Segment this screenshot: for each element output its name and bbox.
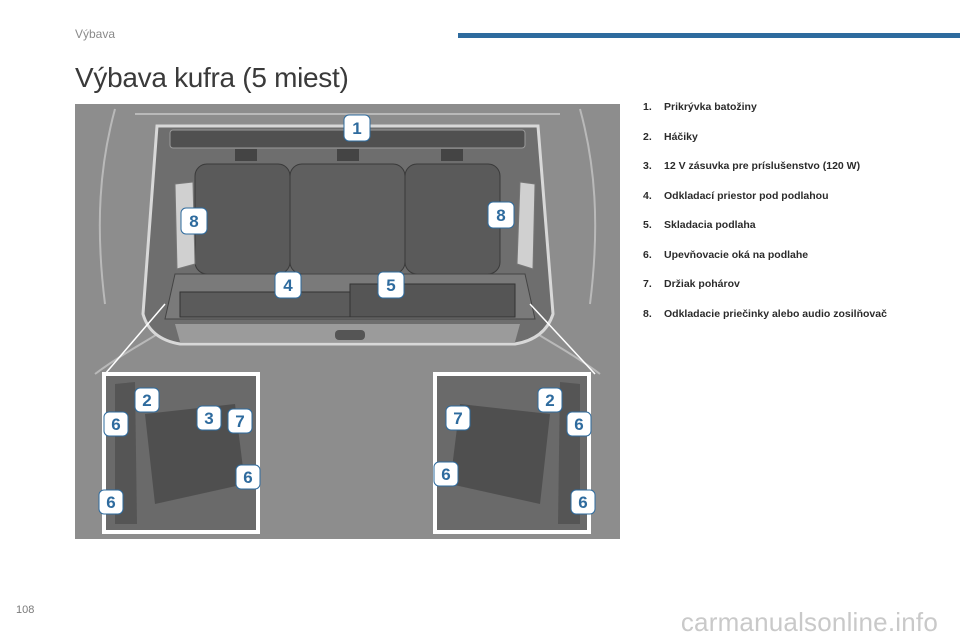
callout-6-right-b: 6 <box>441 465 450 484</box>
legend-number: 6. <box>643 248 652 261</box>
legend-item: 7. Držiak pohárov <box>643 277 913 291</box>
right-inset-callouts: 7 2 6 6 6 <box>433 387 596 515</box>
legend-text: Odkladací priestor pod podlahou <box>664 189 829 202</box>
callout-6-left-b: 6 <box>243 468 252 487</box>
legend-text: 12 V zásuvka pre príslušenstvo (120 W) <box>664 160 861 172</box>
left-inset-callouts: 2 6 3 7 6 6 <box>98 387 261 515</box>
legend-text: Skladacia podlaha <box>664 219 756 231</box>
legend-item: 5. Skladacia podlaha <box>643 218 913 232</box>
callout-4: 4 <box>283 276 293 295</box>
callout-8-right: 8 <box>496 206 505 225</box>
legend-text: Odkladacie priečinky alebo audio zosilňo… <box>664 307 887 320</box>
callout-2-left: 2 <box>142 391 151 410</box>
legend-number: 7. <box>643 278 652 290</box>
legend-item: 3. 12 V zásuvka pre príslušenstvo (120 W) <box>643 159 913 173</box>
callout-1: 1 <box>352 119 361 138</box>
watermark: carmanualsonline.info <box>680 607 938 637</box>
legend-number: 2. <box>643 130 652 143</box>
legend-number: 5. <box>643 219 652 231</box>
legend-number: 3. <box>643 160 652 172</box>
main-callouts: 1 8 8 4 5 <box>180 114 515 299</box>
callout-6-left-a: 6 <box>111 415 120 434</box>
legend-text: Prikrývka batožiny <box>664 101 757 113</box>
legend-number: 8. <box>643 307 652 320</box>
legend-text: Upevňovacie oká na podlahe <box>664 248 809 261</box>
legend-list: 1. Prikrývka batožiny 2. Háčiky 3. 12 V zás… <box>643 100 913 336</box>
legend-item: 8. Odkladacie priečinky alebo audio zosil… <box>643 307 913 321</box>
legend-item: 2. Háčiky <box>643 130 913 144</box>
page-title: Výbava kufra (5 miest) <box>75 62 349 93</box>
callout-3: 3 <box>204 409 213 428</box>
trunk-illustration: 1 8 8 4 5 2 6 3 7 6 6 7 2 6 6 6 <box>75 104 620 539</box>
page-number: 108 <box>16 604 35 616</box>
section-label: Výbava <box>75 27 116 41</box>
legend-text: Držiak pohárov <box>664 278 740 290</box>
legend-number: 4. <box>643 189 652 202</box>
legend-text: Háčiky <box>664 130 698 143</box>
callout-2-right: 2 <box>545 391 554 410</box>
legend-item: 6. Upevňovacie oká na podlahe <box>643 248 913 262</box>
callout-6-right-a: 6 <box>574 415 583 434</box>
callout-8-left: 8 <box>189 212 198 231</box>
legend-item: 4. Odkladací priestor pod podlahou <box>643 189 913 203</box>
callout-5: 5 <box>386 276 395 295</box>
callout-6-left-c: 6 <box>106 493 115 512</box>
legend-item: 1. Prikrývka batožiny <box>643 100 913 114</box>
callout-7-left: 7 <box>235 412 244 431</box>
callout-7-right: 7 <box>453 409 462 428</box>
callout-6-right-c: 6 <box>578 493 587 512</box>
header-accent-bar <box>458 33 960 38</box>
legend-number: 1. <box>643 101 652 113</box>
